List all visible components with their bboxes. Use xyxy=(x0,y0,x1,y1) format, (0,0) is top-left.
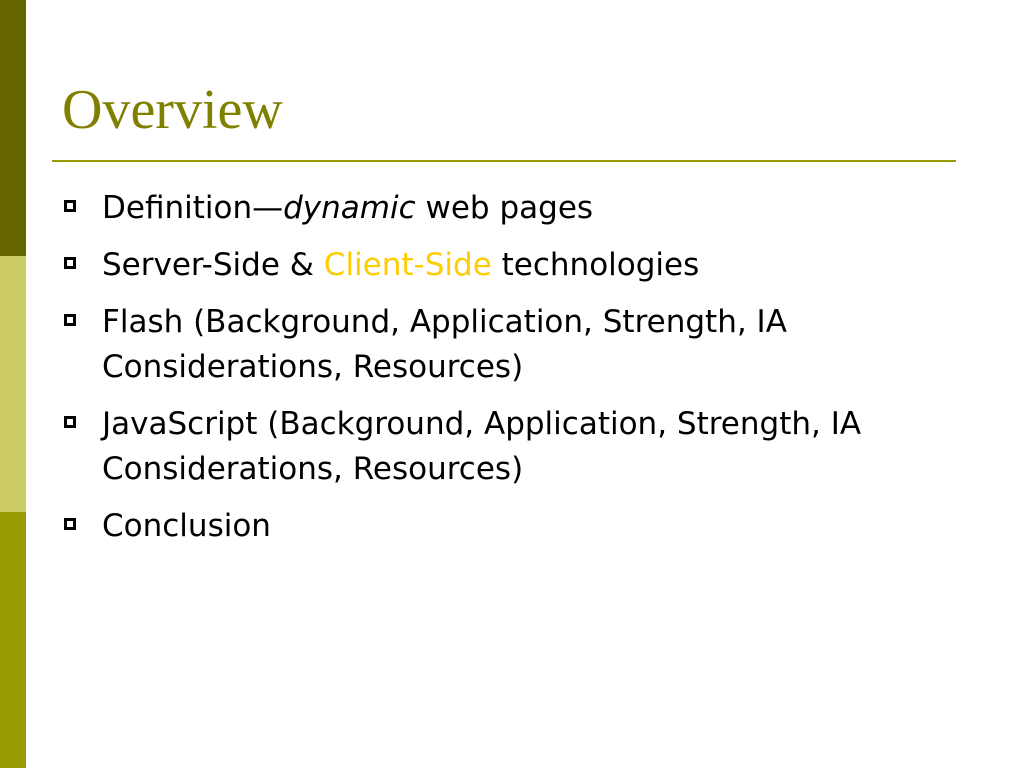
bullet-text-italic: dynamic xyxy=(283,190,416,226)
bullet-text-part: Definition— xyxy=(102,190,284,226)
bullet-text-part: technologies xyxy=(491,247,700,283)
bullet-item-definition: Definition—dynamic web pages xyxy=(64,186,964,231)
bullet-text-part: Flash (Background, Application, Strength… xyxy=(102,304,787,385)
hollow-square-bullet-icon xyxy=(64,416,76,428)
bullet-text-highlight: Client-Side xyxy=(323,247,492,283)
hollow-square-bullet-icon xyxy=(64,257,76,269)
title-underline xyxy=(52,160,956,162)
bullet-text-part: Server-Side & xyxy=(102,247,324,283)
hollow-square-bullet-icon xyxy=(64,200,76,212)
side-bar-middle xyxy=(0,256,26,512)
bullet-item-flash: Flash (Background, Application, Strength… xyxy=(64,300,964,390)
bullet-text-part: Conclusion xyxy=(102,508,271,544)
bullet-item-javascript: JavaScript (Background, Application, Str… xyxy=(64,402,964,492)
bullet-item-server-client: Server-Side & Client-Side technologies xyxy=(64,243,964,288)
bullet-text-part: JavaScript (Background, Application, Str… xyxy=(102,406,862,487)
bullet-item-conclusion: Conclusion xyxy=(64,504,964,549)
bullet-text-part: web pages xyxy=(415,190,594,226)
hollow-square-bullet-icon xyxy=(64,518,76,530)
slide-title: Overview xyxy=(62,79,283,141)
bullet-list: Definition—dynamic web pages Server-Side… xyxy=(64,186,964,561)
side-bar-top xyxy=(0,0,26,256)
hollow-square-bullet-icon xyxy=(64,314,76,326)
side-bar-bottom xyxy=(0,512,26,768)
